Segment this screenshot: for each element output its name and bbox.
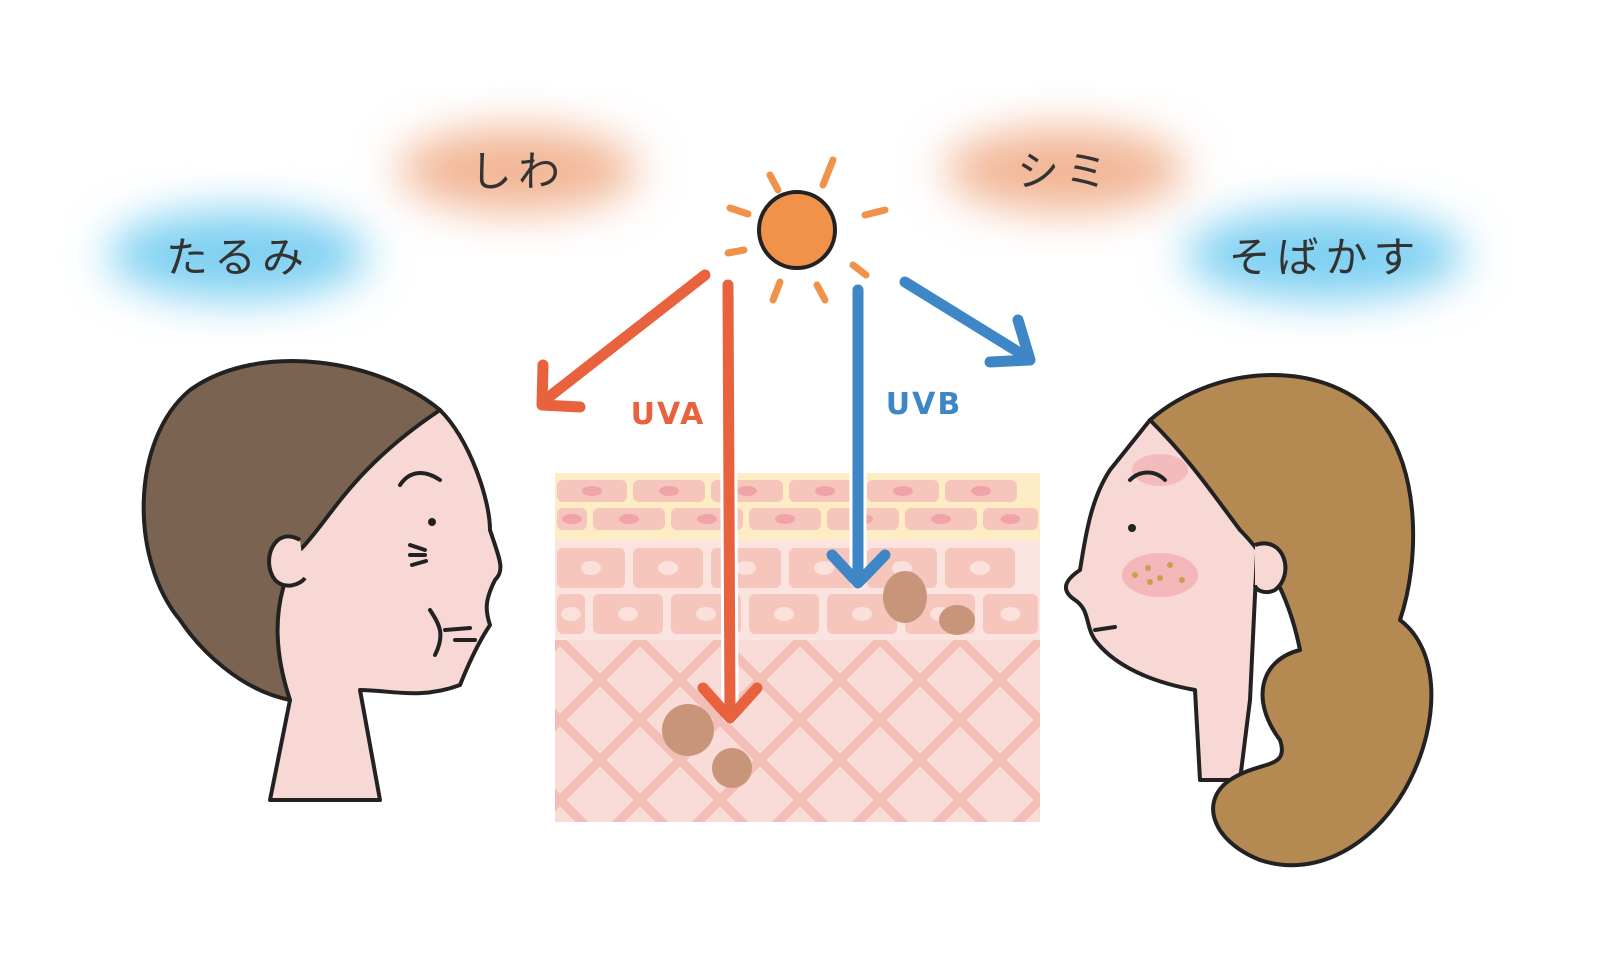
cell-nucleus [562, 514, 582, 524]
cell-nucleus [774, 607, 794, 621]
label-tarumi: たるみ [166, 233, 310, 282]
cell-nucleus [618, 607, 638, 621]
cell-nucleus [658, 561, 678, 575]
cell-nucleus [814, 561, 834, 575]
uva-arrows [536, 269, 763, 724]
glow-shiwa [398, 128, 638, 212]
freckles [1132, 562, 1185, 585]
label-sobakasu: そばかす [1229, 233, 1422, 282]
glow-sobakasu [1185, 210, 1465, 300]
cell-nucleus [970, 561, 990, 575]
cell-nucleus [775, 514, 795, 524]
cell-nucleus [697, 514, 717, 524]
sun-icon [724, 156, 889, 304]
cell-nucleus [696, 607, 716, 621]
glow-shimi [945, 128, 1185, 212]
cell-nucleus [659, 486, 679, 496]
cell-nucleus [737, 486, 757, 496]
younger-woman-illustration [1064, 373, 1434, 868]
glow-tarumi [108, 210, 368, 300]
label-shiwa: しわ [470, 147, 566, 196]
cell-nucleus [561, 607, 581, 621]
cell-nucleus [619, 514, 639, 524]
cell-nucleus [582, 486, 602, 496]
label-uva: UVA [631, 397, 706, 432]
cell-nucleus [581, 561, 601, 575]
cell-nucleus [931, 514, 951, 524]
older-woman-illustration [141, 359, 503, 802]
cell-nucleus [1000, 514, 1021, 524]
skin-cross-section [555, 473, 1040, 822]
label-shimi: シミ [1017, 147, 1113, 196]
pigment-spots [662, 571, 975, 788]
cell-nucleus [1000, 607, 1021, 621]
cell-nucleus [815, 486, 835, 496]
cell-nucleus [971, 486, 991, 496]
cell-nucleus [893, 486, 913, 496]
label-uvb: UVB [886, 387, 962, 422]
uvb-arrows [826, 276, 1036, 589]
cell-nucleus [736, 561, 756, 575]
cell-nucleus [852, 607, 872, 621]
